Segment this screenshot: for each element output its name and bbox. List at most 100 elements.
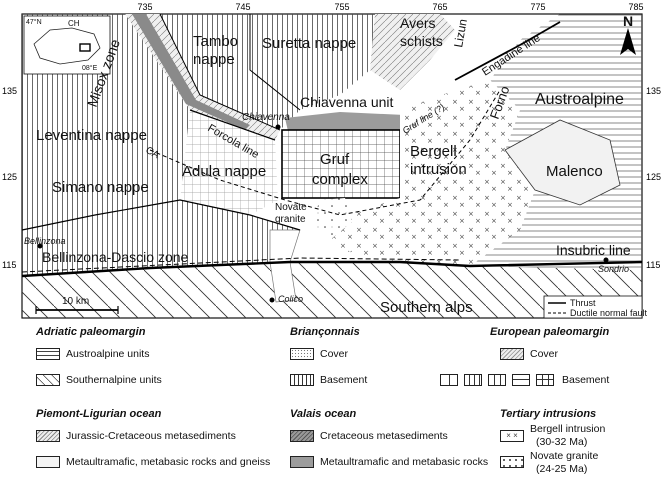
label-novate: Novate (275, 202, 307, 213)
tick-top: 735 (137, 2, 152, 12)
swatch-cretaceous-metasediments (290, 430, 314, 442)
insubric-line (21, 260, 643, 278)
legend-valais-title: Valais ocean (290, 408, 357, 420)
inset-country: CH (68, 19, 80, 28)
legend-valais-metaultramafic: Metaultramafic and metabasic rocks (320, 456, 489, 468)
map-key-box (543, 295, 643, 319)
label-bellinzona-town: Bellinzona (24, 236, 66, 246)
scale-bar (35, 306, 119, 314)
legend-jurassic-cretaceous: Jurassic-Cretaceous metasediments (66, 430, 236, 442)
legend-southernalpine-units: Southernalpine units (66, 374, 162, 386)
swatch-brianconnais-cover (290, 348, 314, 360)
legend-austroalpine-units: Austroalpine units (66, 348, 150, 360)
ticks-right: 135 125 115 (646, 86, 661, 270)
legend-european-basement: Basement (562, 374, 610, 386)
label-insubric: Insubric line (556, 242, 631, 258)
legend-novate-age: (24-25 Ma) (536, 463, 588, 475)
inset-lon: 08°E (82, 64, 98, 72)
tick-top: 745 (235, 2, 250, 12)
legend-tertiary-title: Tertiary intrusions (500, 408, 597, 420)
unit-suretta (250, 14, 375, 110)
swatch-valais-metaultramafic (290, 456, 314, 468)
label-tambo-nappe: nappe (193, 51, 235, 68)
unit-avers-schists (370, 14, 455, 90)
label-chiavenna-town: Chiavenna (242, 112, 290, 123)
label-intrusion: intrusion (410, 161, 467, 178)
label-lizun: Lizun (451, 18, 470, 49)
north-arrow (620, 28, 636, 55)
tick-right: 135 (646, 86, 661, 96)
thrust-line-3 (159, 13, 281, 131)
swatch-basement-5 (536, 374, 554, 386)
swatch-basement-1 (440, 374, 458, 386)
label-avers: Avers (400, 15, 436, 31)
thrust-line-2 (21, 199, 301, 231)
tick-top: 785 (628, 2, 643, 12)
ticks-left: 135 125 115 (2, 86, 17, 270)
tick-top: 755 (334, 2, 349, 12)
north-label: N (623, 13, 633, 29)
swatch-european-cover (500, 348, 524, 360)
unit-bellinzona-dascio (22, 200, 300, 276)
label-chiavenna-unit: Chiavenna unit (300, 94, 394, 110)
swatch-novate (500, 456, 524, 468)
label-granite: granite (275, 214, 306, 225)
label-adula: Adula nappe (182, 163, 266, 180)
legend-bergell-age: (30-32 Ma) (536, 436, 588, 448)
inset-frame (23, 15, 111, 75)
unit-adula (180, 110, 278, 215)
unit-southern-alps (22, 262, 642, 318)
swatch-basement-2 (464, 374, 482, 386)
unit-malenco (504, 119, 621, 206)
label-simano: Simano nappe (52, 179, 149, 196)
map-key-ductile: Ductile normal fault (570, 308, 648, 318)
legend: Adriatic paleomargin Austroalpine units … (0, 318, 666, 480)
swatch-basement-3 (488, 374, 506, 386)
legend-metaultramafic-gneiss: Metaultramafic, metabasic rocks and gnei… (66, 456, 271, 468)
thrust-line-1 (189, 109, 276, 141)
swatch-bergell: × × (500, 430, 524, 442)
label-bergell: Bergell (410, 143, 457, 160)
label-complex: complex (312, 171, 368, 188)
tick-left: 115 (2, 260, 16, 270)
legend-brianconnais-title: Briançonnais (290, 326, 360, 338)
engadine-line (454, 21, 561, 81)
unit-misox-dark (132, 14, 250, 130)
tick-right: 115 (646, 260, 660, 270)
forcola-line (149, 89, 501, 216)
insubric-line-dashed (21, 257, 461, 273)
legend-cretaceous-metasediments: Cretaceous metasediments (320, 430, 448, 442)
town-chiavenna (275, 124, 281, 130)
scale-label: 10 km (62, 296, 89, 307)
unit-bergell (320, 80, 535, 266)
ticks-top: 735 745 755 765 775 785 (137, 2, 643, 12)
map-body (21, 13, 643, 319)
tick-left: 135 (2, 86, 17, 96)
label-suretta: Suretta nappe (262, 35, 356, 52)
legend-bergell-intrusion: Bergell intrusion (530, 423, 606, 435)
town-sondrio (603, 257, 609, 263)
label-southern-alps: Southern alps (380, 299, 473, 316)
label-malenco: Malenco (546, 163, 603, 180)
tick-right: 125 (646, 172, 661, 182)
inset-location-box (79, 43, 91, 52)
legend-brianconnais-cover: Cover (320, 348, 349, 360)
town-bellinzona (37, 243, 43, 249)
unit-tambo (160, 14, 300, 130)
inset-lat: 47°N (26, 18, 42, 26)
label-austroalpine: Austroalpine (535, 91, 624, 108)
label-leventina: Leventina nappe (36, 127, 147, 144)
tick-left: 125 (2, 172, 17, 182)
label-sondrio: Sondrio (598, 264, 629, 274)
unit-novate (312, 198, 352, 240)
label-tambo: Tambo (193, 33, 238, 50)
town-colico (269, 297, 275, 303)
label-gruf: Gruf (320, 151, 350, 168)
swatch-southernalpine (36, 374, 60, 386)
swatch-austroalpine (36, 348, 60, 360)
label-avers-schists: schists (400, 33, 443, 49)
label-colico: Colico (278, 294, 303, 304)
thrust-line-4 (249, 14, 301, 111)
swatch-jurassic-cretaceous (36, 430, 60, 442)
swatch-basement-4 (512, 374, 530, 386)
